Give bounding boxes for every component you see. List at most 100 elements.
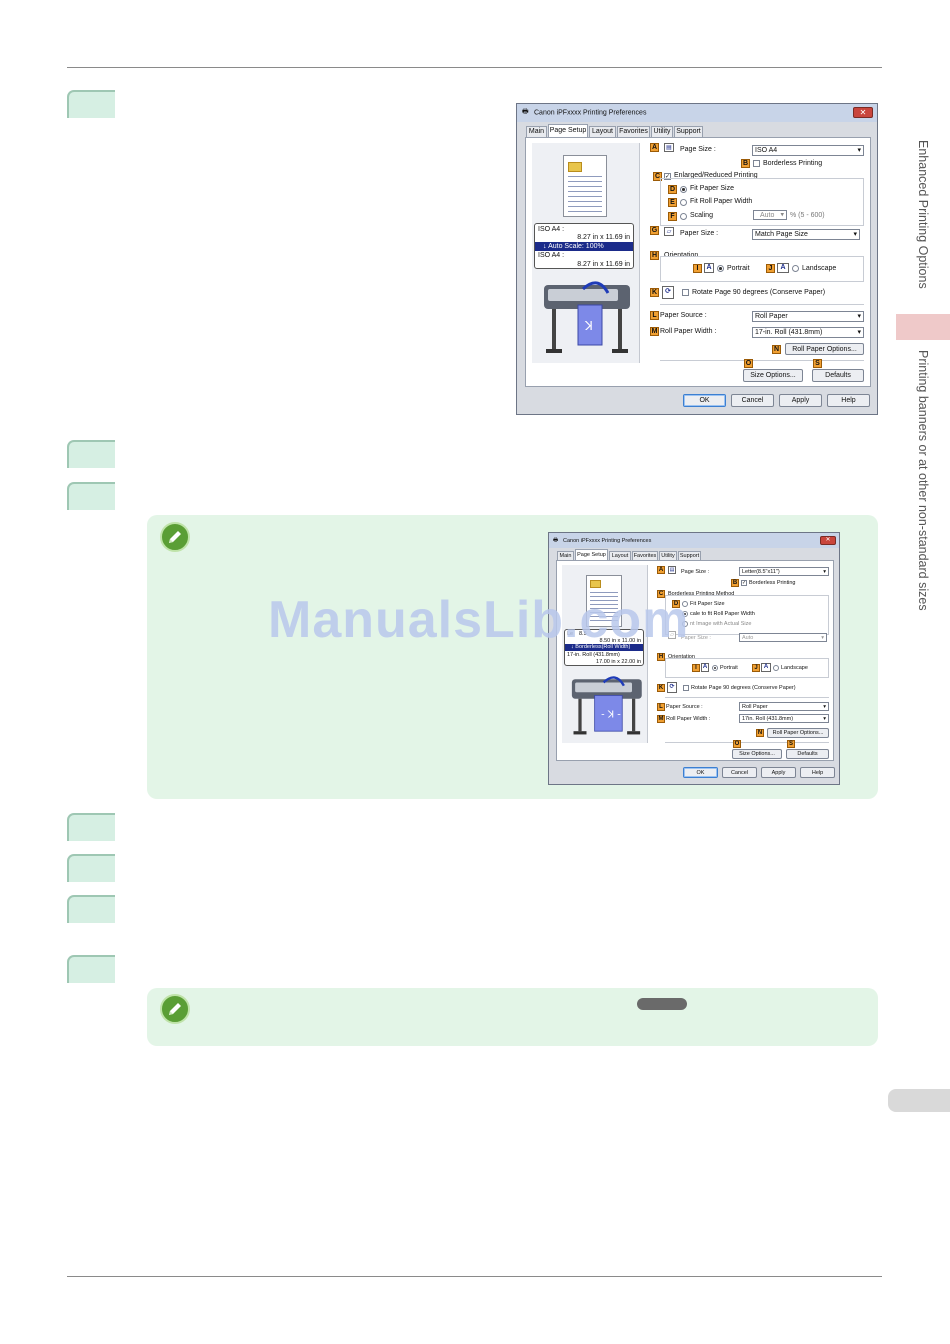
note-pencil-icon [160,522,190,552]
tab-support[interactable]: Support [678,551,701,560]
badge-d: D [668,185,677,194]
badge-b: B [741,159,750,168]
roll-width-label: Roll Paper Width : [666,716,711,722]
borderless-label: Borderless Printing [763,160,823,167]
badge-k: K [650,288,659,297]
apply-button[interactable]: Apply [779,394,822,407]
help-button[interactable]: Help [827,394,870,407]
separator [665,697,829,698]
badge-c: C [653,172,662,181]
paper-size-select[interactable]: Auto [739,633,827,642]
footer-rule [67,1276,882,1277]
tab-favorites[interactable]: Favorites [617,126,650,137]
preview-info-box: Le 8.5 8.50 in x 11.00 in ↓ Borderless(R… [564,629,644,666]
badge-o: O [733,740,741,748]
portrait-label: Portrait [720,665,738,671]
page-size-label: Page Size : [680,146,716,153]
borderless-method-label: Borderless Printing Method [668,591,735,597]
ok-button[interactable]: OK [683,767,718,778]
portrait-label: Portrait [727,265,750,272]
borderless-checkbox[interactable]: ✓ [741,580,747,586]
separator [665,742,829,743]
size-options-button[interactable]: Size Options... [732,749,782,759]
fit-roll-radio[interactable] [680,199,687,206]
scale-roll-radio[interactable] [682,611,688,617]
page-size-select[interactable]: Letter(8.5"x11") [739,567,829,576]
cancel-button[interactable]: Cancel [731,394,774,407]
size-options-button[interactable]: Size Options... [743,369,803,382]
landscape-radio[interactable] [792,265,799,272]
page-setup-panel: ISO A4 : 8.27 in x 11.69 in ↓ Auto Scale… [525,137,871,387]
enlarged-checkbox[interactable]: ✓ [664,173,671,180]
defaults-button[interactable]: Defaults [812,369,864,382]
ok-button[interactable]: OK [683,394,726,407]
fit-paper-radio[interactable] [682,601,688,607]
paper-source-select[interactable]: Roll Paper [739,702,829,711]
orientation-group [660,256,864,282]
borderless-checkbox[interactable] [753,160,760,167]
tab-support[interactable]: Support [674,126,703,137]
defaults-button[interactable]: Defaults [786,749,829,759]
large-format-printer-image: - ꓘ - [571,676,642,735]
roll-paper-options-button[interactable]: Roll Paper Options... [785,343,864,355]
rotate-checkbox[interactable] [683,685,689,691]
badge-f: F [668,212,677,221]
help-button[interactable]: Help [800,767,835,778]
cancel-button[interactable]: Cancel [722,767,757,778]
actual-size-radio[interactable] [682,621,688,627]
step-marker-2 [67,440,115,468]
tab-utility[interactable]: Utility [659,551,677,560]
printer-icon: 🖶 [553,537,559,543]
rotate-checkbox[interactable] [682,289,689,296]
close-icon[interactable]: ✕ [853,107,873,118]
tab-layout[interactable]: Layout [589,126,616,137]
sidebar-tab[interactable] [888,1089,950,1112]
sidebar-section-marker [896,314,950,340]
paper-source-select[interactable]: Roll Paper [752,311,864,322]
tab-page-setup[interactable]: Page Setup [548,124,588,137]
enlarged-group [660,178,864,226]
step-marker-3 [67,482,115,510]
roll-width-select[interactable]: 17in. Roll (431.8mm) [739,714,829,723]
landscape-label: Landscape [802,265,837,272]
tab-utility[interactable]: Utility [651,126,673,137]
landscape-radio[interactable] [773,665,779,671]
badge-l: L [650,311,659,320]
preview-output-label: 17-in. Roll (431.8mm) [567,652,620,658]
preview-output-size: 8.27 in x 11.69 in [577,261,630,268]
tab-layout[interactable]: Layout [609,551,631,560]
separator [660,304,864,305]
note-pencil-icon [160,994,190,1024]
rotate-label: Rotate Page 90 degrees (Conserve Paper) [692,289,826,296]
scaling-input[interactable]: Auto [753,210,787,220]
tab-favorites[interactable]: Favorites [632,551,658,560]
sidebar-section-title: Enhanced Printing Options [916,140,930,289]
dialog-title: Canon iPFxxxx Printing Preferences [534,109,647,117]
landscape-label: Landscape [781,665,808,671]
scaling-radio[interactable] [680,213,687,220]
fit-paper-radio[interactable] [680,186,687,193]
sidebar-subsection-title: Printing banners or at other non-standar… [916,350,930,611]
portrait-radio[interactable] [717,265,724,272]
roll-paper-options-button[interactable]: Roll Paper Options... [767,728,829,738]
page-setup-panel: Le 8.5 8.50 in x 11.00 in ↓ Borderless(R… [556,560,834,761]
step-marker-5 [67,854,115,882]
key-button-graphic [637,998,687,1010]
landscape-icon: A [761,663,771,672]
page-size-select[interactable]: ISO A4 [752,145,864,156]
large-format-printer-image: ꓘ [544,281,630,353]
close-icon[interactable]: ✕ [820,536,836,545]
badge-j: J [752,664,760,672]
tab-page-setup[interactable]: Page Setup [575,549,608,560]
portrait-radio[interactable] [712,665,718,671]
printer-icon: 🖶 [522,108,529,116]
badge-c: C [657,590,665,598]
apply-button[interactable]: Apply [761,767,796,778]
roll-width-select[interactable]: 17-in. Roll (431.8mm) [752,327,864,338]
tab-main[interactable]: Main [526,126,547,137]
tab-main[interactable]: Main [557,551,574,560]
fit-roll-label: Fit Roll Paper Width [690,198,753,205]
badge-m: M [650,327,659,336]
paper-size-select[interactable]: Match Page Size [752,229,860,240]
page-thumbnail [563,155,607,217]
